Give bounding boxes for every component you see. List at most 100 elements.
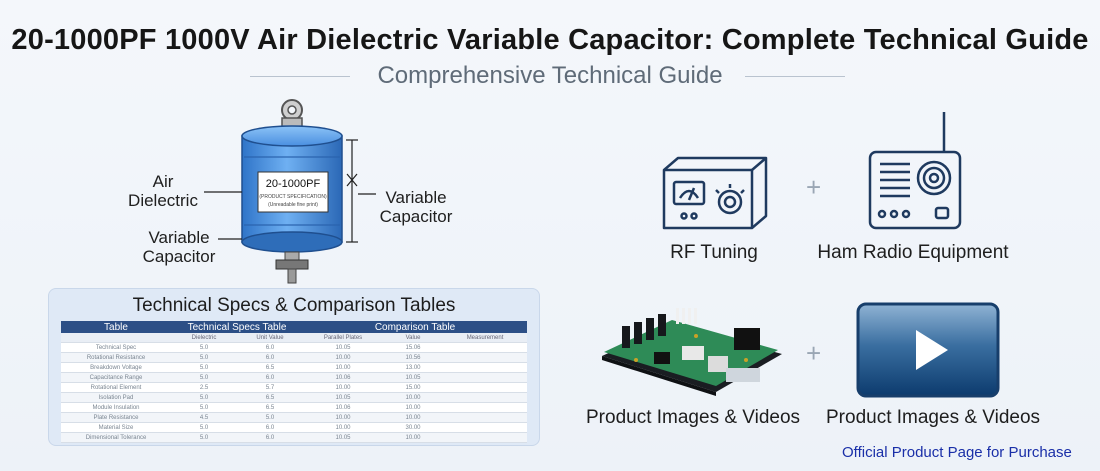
subtitle-block: Comprehensive Technical Guide (0, 62, 1100, 92)
table-cell: 10.06 (303, 402, 384, 413)
table-cell: 10.00 (383, 432, 444, 443)
capacitor-label (257, 171, 329, 213)
table-cell: 30.00 (383, 422, 444, 433)
video-caption: Product Images & Videos (826, 407, 1041, 428)
table-cell: 5.0 (171, 432, 237, 443)
table-cell (443, 392, 528, 403)
table-cell (61, 333, 171, 343)
table-cell (443, 422, 528, 433)
bottom-shaft-icon (275, 251, 309, 284)
table-cell (443, 362, 528, 373)
table-cell: 5.0 (171, 362, 237, 373)
table-cell: 10.00 (303, 362, 384, 373)
table-cell: 15.06 (383, 342, 444, 353)
table-cell: 10.00 (303, 412, 384, 423)
table-cell (443, 372, 528, 383)
table-cell: 6.0 (237, 432, 304, 443)
table-cell: Breakdown Voltage (61, 362, 171, 373)
air-dielectric-label: Air Dielectric (128, 172, 198, 210)
page-subtitle: Comprehensive Technical Guide (377, 62, 723, 89)
table-cell: Capacitance Range (61, 372, 171, 383)
table-cell: 5.0 (171, 372, 237, 383)
table-header-cell: Technical Specs Table (171, 321, 304, 333)
table-cell: 10.00 (303, 352, 384, 363)
table-cell: 5.0 (171, 392, 237, 403)
table-header-row: Table Technical Specs Table Comparison T… (61, 321, 528, 333)
play-video-icon[interactable] (856, 302, 1000, 398)
table-cell: 6.0 (237, 372, 304, 383)
table-cell: 4.5 (171, 412, 237, 423)
table-cell: 10.05 (303, 432, 384, 443)
table-cell: 10.00 (383, 412, 444, 423)
table-cell: Dimensional Tolerance (61, 432, 171, 443)
table-cell: Unit Value (237, 333, 304, 343)
capacitor-fine-print-1: (PRODUCT SPECIFICATION) (259, 194, 327, 200)
table-cell: 5.7 (237, 382, 304, 393)
subtitle-rule-left (250, 76, 350, 77)
table-cell: 13.00 (383, 362, 444, 373)
table-cell: 5.0 (171, 422, 237, 433)
table-cell: Parallel Plates (303, 333, 384, 343)
capacitor-illustration: 20-1000PF (PRODUCT SPECIFICATION) (Unrea… (204, 99, 376, 284)
table-cell: 10.00 (303, 382, 384, 393)
table-cell: 10.05 (383, 372, 444, 383)
specs-title: Technical Specs & Comparison Tables (132, 295, 456, 316)
table-cell: 6.0 (237, 352, 304, 363)
specs-table: Table Technical Specs Table Comparison T… (61, 321, 528, 443)
table-cell: Dielectric (171, 333, 237, 343)
variable-capacitor-label-right: Variable Capacitor (379, 188, 453, 226)
table-cell (443, 402, 528, 413)
table-cell: 10.05 (303, 392, 384, 403)
table-cell: 5.0 (171, 342, 237, 353)
rf-meter-device-icon (662, 156, 768, 230)
table-cell: 6.5 (237, 392, 304, 403)
table-cell: 6.0 (237, 342, 304, 353)
table-cell: 5.0 (237, 412, 304, 423)
table-cell: Technical Spec (61, 342, 171, 353)
table-cell: Plate Resistance (61, 412, 171, 423)
table-cell: 10.56 (383, 352, 444, 363)
table-cell: 10.06 (303, 372, 384, 383)
variable-capacitor-label-left: Variable Capacitor (142, 228, 216, 266)
table-cell: 10.00 (303, 422, 384, 433)
official-product-link[interactable]: Official Product Page for Purchase (842, 444, 1072, 461)
table-header-cell: Comparison Table (303, 321, 528, 333)
table-cell: 6.5 (237, 402, 304, 413)
plus-separator-2: + (806, 338, 822, 368)
circuit-board-icon (602, 308, 782, 396)
table-cell (443, 342, 528, 353)
table-cell: 6.5 (237, 362, 304, 373)
table-cell: Rotational Element (61, 382, 171, 393)
rf-tuning-caption: RF Tuning (670, 242, 758, 263)
table-cell: 10.00 (383, 402, 444, 413)
radio-icon (868, 112, 962, 230)
table-cell: Material Size (61, 422, 171, 433)
table-subheader-row: Dielectric Unit Value Parallel Plates Va… (61, 333, 528, 343)
subtitle-rule-right (745, 76, 845, 77)
table-header-cell: Table (61, 321, 171, 333)
table-cell: Value (383, 333, 444, 343)
pcb-images-caption: Product Images & Videos (586, 407, 801, 428)
table-cell: 15.00 (383, 382, 444, 393)
plus-separator-1: + (806, 172, 822, 202)
table-cell: 5.0 (171, 402, 237, 413)
capacitor-fine-print-2: (Unreadable fine print) (268, 202, 318, 208)
table-cell (443, 432, 528, 443)
table-cell: 2.5 (171, 382, 237, 393)
dimension-marker-icon (346, 139, 376, 243)
table-cell: 5.0 (171, 352, 237, 363)
specs-panel: Technical Specs & Comparison Tables Tabl… (48, 288, 540, 446)
table-cell: Rotational Resistance (61, 352, 171, 363)
table-cell (443, 352, 528, 363)
table-cell (443, 382, 528, 393)
ham-radio-caption: Ham Radio Equipment (817, 242, 1009, 263)
